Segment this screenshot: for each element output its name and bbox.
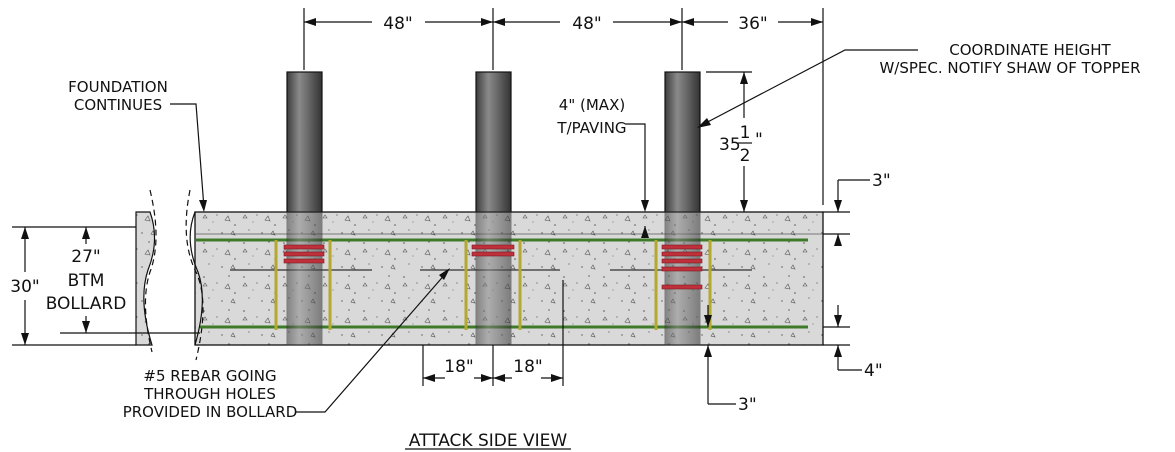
dimension-top-2: 48"	[493, 14, 682, 34]
view-title: ATTACK SIDE VIEW	[405, 431, 571, 451]
dim-bottom-cover-label: 4"	[864, 361, 883, 381]
dim-btm-bollard-line2: BOLLARD	[46, 294, 127, 314]
note-paving-line1: 4" (MAX)	[559, 96, 625, 114]
bollard-1	[286, 71, 323, 346]
dim-rebar-offset-right: 18"	[513, 357, 542, 377]
top-extension-lines	[303, 8, 824, 205]
note-foundation-line1: FOUNDATION	[68, 78, 168, 96]
note-coordinate-height: COORDINATE HEIGHT W/SPEC. NOTIFY SHAW OF…	[697, 41, 1141, 128]
transverse-rebar	[283, 244, 703, 290]
dimension-btm-bollard: 27" BTM BOLLARD	[46, 227, 200, 334]
note-rebar-line2: THROUGH HOLES	[143, 385, 276, 403]
dim-top-1-label: 48"	[383, 14, 412, 34]
note-foundation: FOUNDATION CONTINUES	[68, 78, 207, 212]
bollard-2	[475, 71, 512, 346]
view-title-text: ATTACK SIDE VIEW	[409, 431, 568, 451]
dim-total-depth-label: 30"	[10, 277, 39, 297]
dim-height-denominator: 2	[740, 146, 751, 166]
dimension-top-1: 48"	[304, 14, 493, 34]
dim-height-whole: 35	[719, 135, 741, 155]
note-foundation-line2: CONTINUES	[74, 96, 162, 114]
note-rebar-line3: PROVIDED IN BOLLARD	[123, 403, 298, 421]
break-section-left	[135, 189, 204, 361]
dimension-total-depth: 30"	[10, 226, 136, 346]
dim-rebar-offset-left: 18"	[444, 357, 473, 377]
note-coordinate-line2: W/SPEC. NOTIFY SHAW OF TOPPER	[879, 59, 1140, 77]
note-paving-line2: T/PAVING	[556, 119, 626, 137]
dim-rebar-cover-label: 3"	[738, 395, 757, 415]
dim-btm-bollard-line1: BTM	[68, 271, 105, 291]
dimension-rebar-offsets: 18" 18"	[422, 280, 564, 386]
dim-btm-bollard-value: 27"	[71, 247, 100, 267]
dimension-bollard-height: 35 1 2 "	[706, 71, 763, 212]
dimension-top-3: 36"	[682, 14, 823, 34]
note-rebar: #5 REBAR GOING THROUGH HOLES PROVIDED IN…	[123, 268, 450, 421]
bollard-3	[664, 71, 701, 346]
dim-top-2-label: 48"	[572, 14, 601, 34]
note-paving: 4" (MAX) T/PAVING	[556, 96, 649, 238]
dim-height-inch-mark: "	[755, 130, 763, 150]
dimension-top-slab: 3"	[823, 171, 891, 246]
note-rebar-line1: #5 REBAR GOING	[143, 367, 276, 385]
note-coordinate-line1: COORDINATE HEIGHT	[949, 41, 1111, 59]
dim-top-3-label: 36"	[738, 14, 767, 34]
dimension-rebar-cover: 3"	[704, 305, 757, 415]
dimension-bottom-cover: 4"	[823, 305, 883, 381]
dim-top-slab-label: 3"	[872, 171, 891, 191]
dim-height-numerator: 1	[740, 123, 751, 143]
